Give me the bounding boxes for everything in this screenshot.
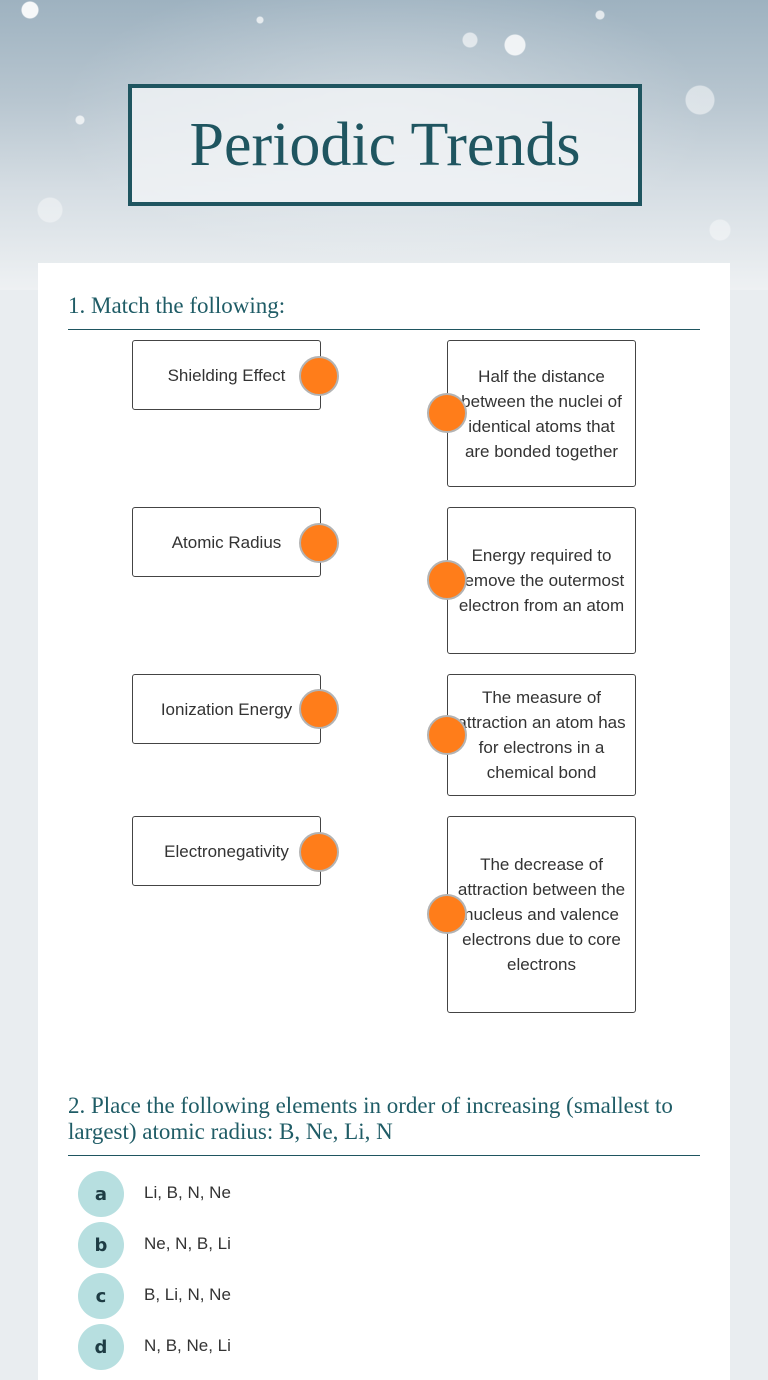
match-term-label: Shielding Effect xyxy=(167,365,286,385)
answer-option[interactable]: a Li, B, N, Ne xyxy=(78,1171,678,1217)
question-1-heading: 1. Match the following: xyxy=(68,293,700,330)
option-letter-badge: d xyxy=(78,1324,124,1370)
match-definition-label: The decrease of attraction between the n… xyxy=(457,855,626,974)
match-term[interactable]: Electronegativity xyxy=(132,816,321,886)
match-term-label: Atomic Radius xyxy=(171,532,282,552)
match-term-label: Electronegativity xyxy=(164,841,289,861)
match-definition[interactable]: Energy required to remove the outermost … xyxy=(447,507,636,654)
match-connector-icon[interactable] xyxy=(427,894,467,934)
match-connector-icon[interactable] xyxy=(299,689,339,729)
option-letter-badge: b xyxy=(78,1222,124,1268)
match-connector-icon[interactable] xyxy=(299,356,339,396)
match-definition-label: The measure of attraction an atom has fo… xyxy=(457,688,626,782)
option-text: N, B, Ne, Li xyxy=(144,1336,231,1355)
option-letter-badge: a xyxy=(78,1171,124,1217)
title-box: Periodic Trends xyxy=(128,84,642,206)
page-title: Periodic Trends xyxy=(189,110,581,179)
match-definition[interactable]: Half the distance between the nuclei of … xyxy=(447,340,636,487)
match-connector-icon[interactable] xyxy=(427,715,467,755)
match-term[interactable]: Ionization Energy xyxy=(132,674,321,744)
answer-option[interactable]: b Ne, N, B, Li xyxy=(78,1222,678,1268)
match-definition-label: Half the distance between the nuclei of … xyxy=(461,366,622,461)
match-definition-label: Energy required to remove the outermost … xyxy=(458,546,625,615)
option-text: Li, B, N, Ne xyxy=(144,1183,231,1202)
answer-option[interactable]: c B, Li, N, Ne xyxy=(78,1273,678,1319)
match-term-label: Ionization Energy xyxy=(160,699,293,719)
option-text: Ne, N, B, Li xyxy=(144,1234,231,1253)
match-connector-icon[interactable] xyxy=(299,832,339,872)
match-connector-icon[interactable] xyxy=(427,560,467,600)
worksheet-card: 1. Match the following: Shielding Effect… xyxy=(38,263,730,1380)
match-connector-icon[interactable] xyxy=(299,523,339,563)
answer-option[interactable]: d N, B, Ne, Li xyxy=(78,1324,678,1370)
match-definition[interactable]: The measure of attraction an atom has fo… xyxy=(447,674,636,796)
question-2-heading: 2. Place the following elements in order… xyxy=(68,1093,700,1156)
match-term[interactable]: Atomic Radius xyxy=(132,507,321,577)
match-definition[interactable]: The decrease of attraction between the n… xyxy=(447,816,636,1013)
option-letter-badge: c xyxy=(78,1273,124,1319)
match-connector-icon[interactable] xyxy=(427,393,467,433)
match-term[interactable]: Shielding Effect xyxy=(132,340,321,410)
option-text: B, Li, N, Ne xyxy=(144,1285,231,1304)
